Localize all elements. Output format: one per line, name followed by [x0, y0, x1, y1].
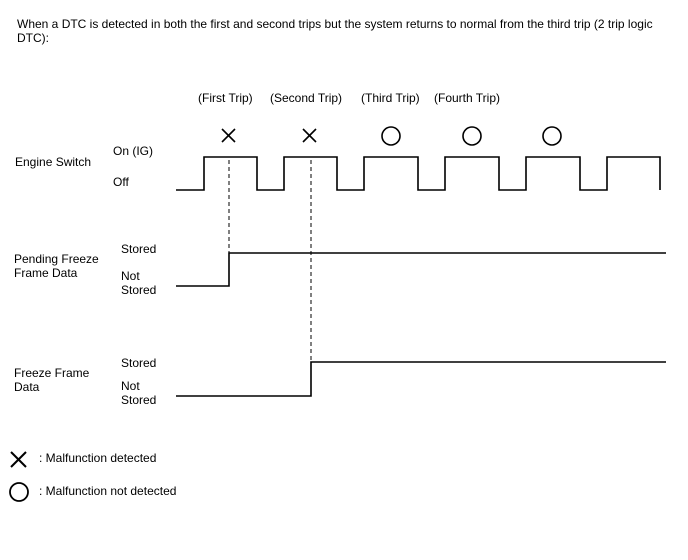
trip4-circle-icon: [462, 126, 482, 146]
engine-on-label: On (IG): [113, 144, 154, 158]
pending-freeze-label-line1: Pending Freeze: [14, 252, 99, 266]
freeze-stored-label: Stored: [121, 356, 157, 370]
intro-text: When a DTC is detected in both the first…: [17, 17, 653, 45]
freeze-frame-waveform: [176, 361, 666, 397]
legend-x-icon: [10, 451, 27, 468]
trip2-x-icon: [302, 128, 317, 143]
legend-not-detected-text: : Malfunction not detected: [39, 484, 177, 498]
engine-off-label: Off: [113, 175, 129, 189]
trip1-x-icon: [221, 128, 236, 143]
freeze-frame-label-line2: Data: [14, 380, 40, 394]
trip-label-fourth: (Fourth Trip): [434, 91, 501, 105]
pending-not-label: Not: [121, 269, 140, 283]
freeze-not-label: Not: [121, 379, 140, 393]
engine-switch-label: Engine Switch: [15, 155, 92, 169]
engine-switch-waveform: [176, 156, 661, 191]
trip-label-third: (Third Trip): [361, 91, 420, 105]
legend-detected-text: : Malfunction detected: [39, 451, 157, 465]
trip-label-second: (Second Trip): [270, 91, 343, 105]
pending-freeze-waveform: [176, 252, 666, 287]
freeze-frame-label-line1: Freeze Frame: [14, 366, 90, 380]
legend-circle-icon: [9, 482, 29, 502]
trip-label-first: (First Trip): [198, 91, 253, 105]
pending-freeze-label-line2: Frame Data: [14, 266, 78, 280]
pending-stored2-label: Stored: [121, 283, 157, 297]
freeze-stored2-label: Stored: [121, 393, 157, 407]
pending-stored-label: Stored: [121, 242, 157, 256]
trip3-circle-icon: [381, 126, 401, 146]
trip5-circle-icon: [542, 126, 562, 146]
